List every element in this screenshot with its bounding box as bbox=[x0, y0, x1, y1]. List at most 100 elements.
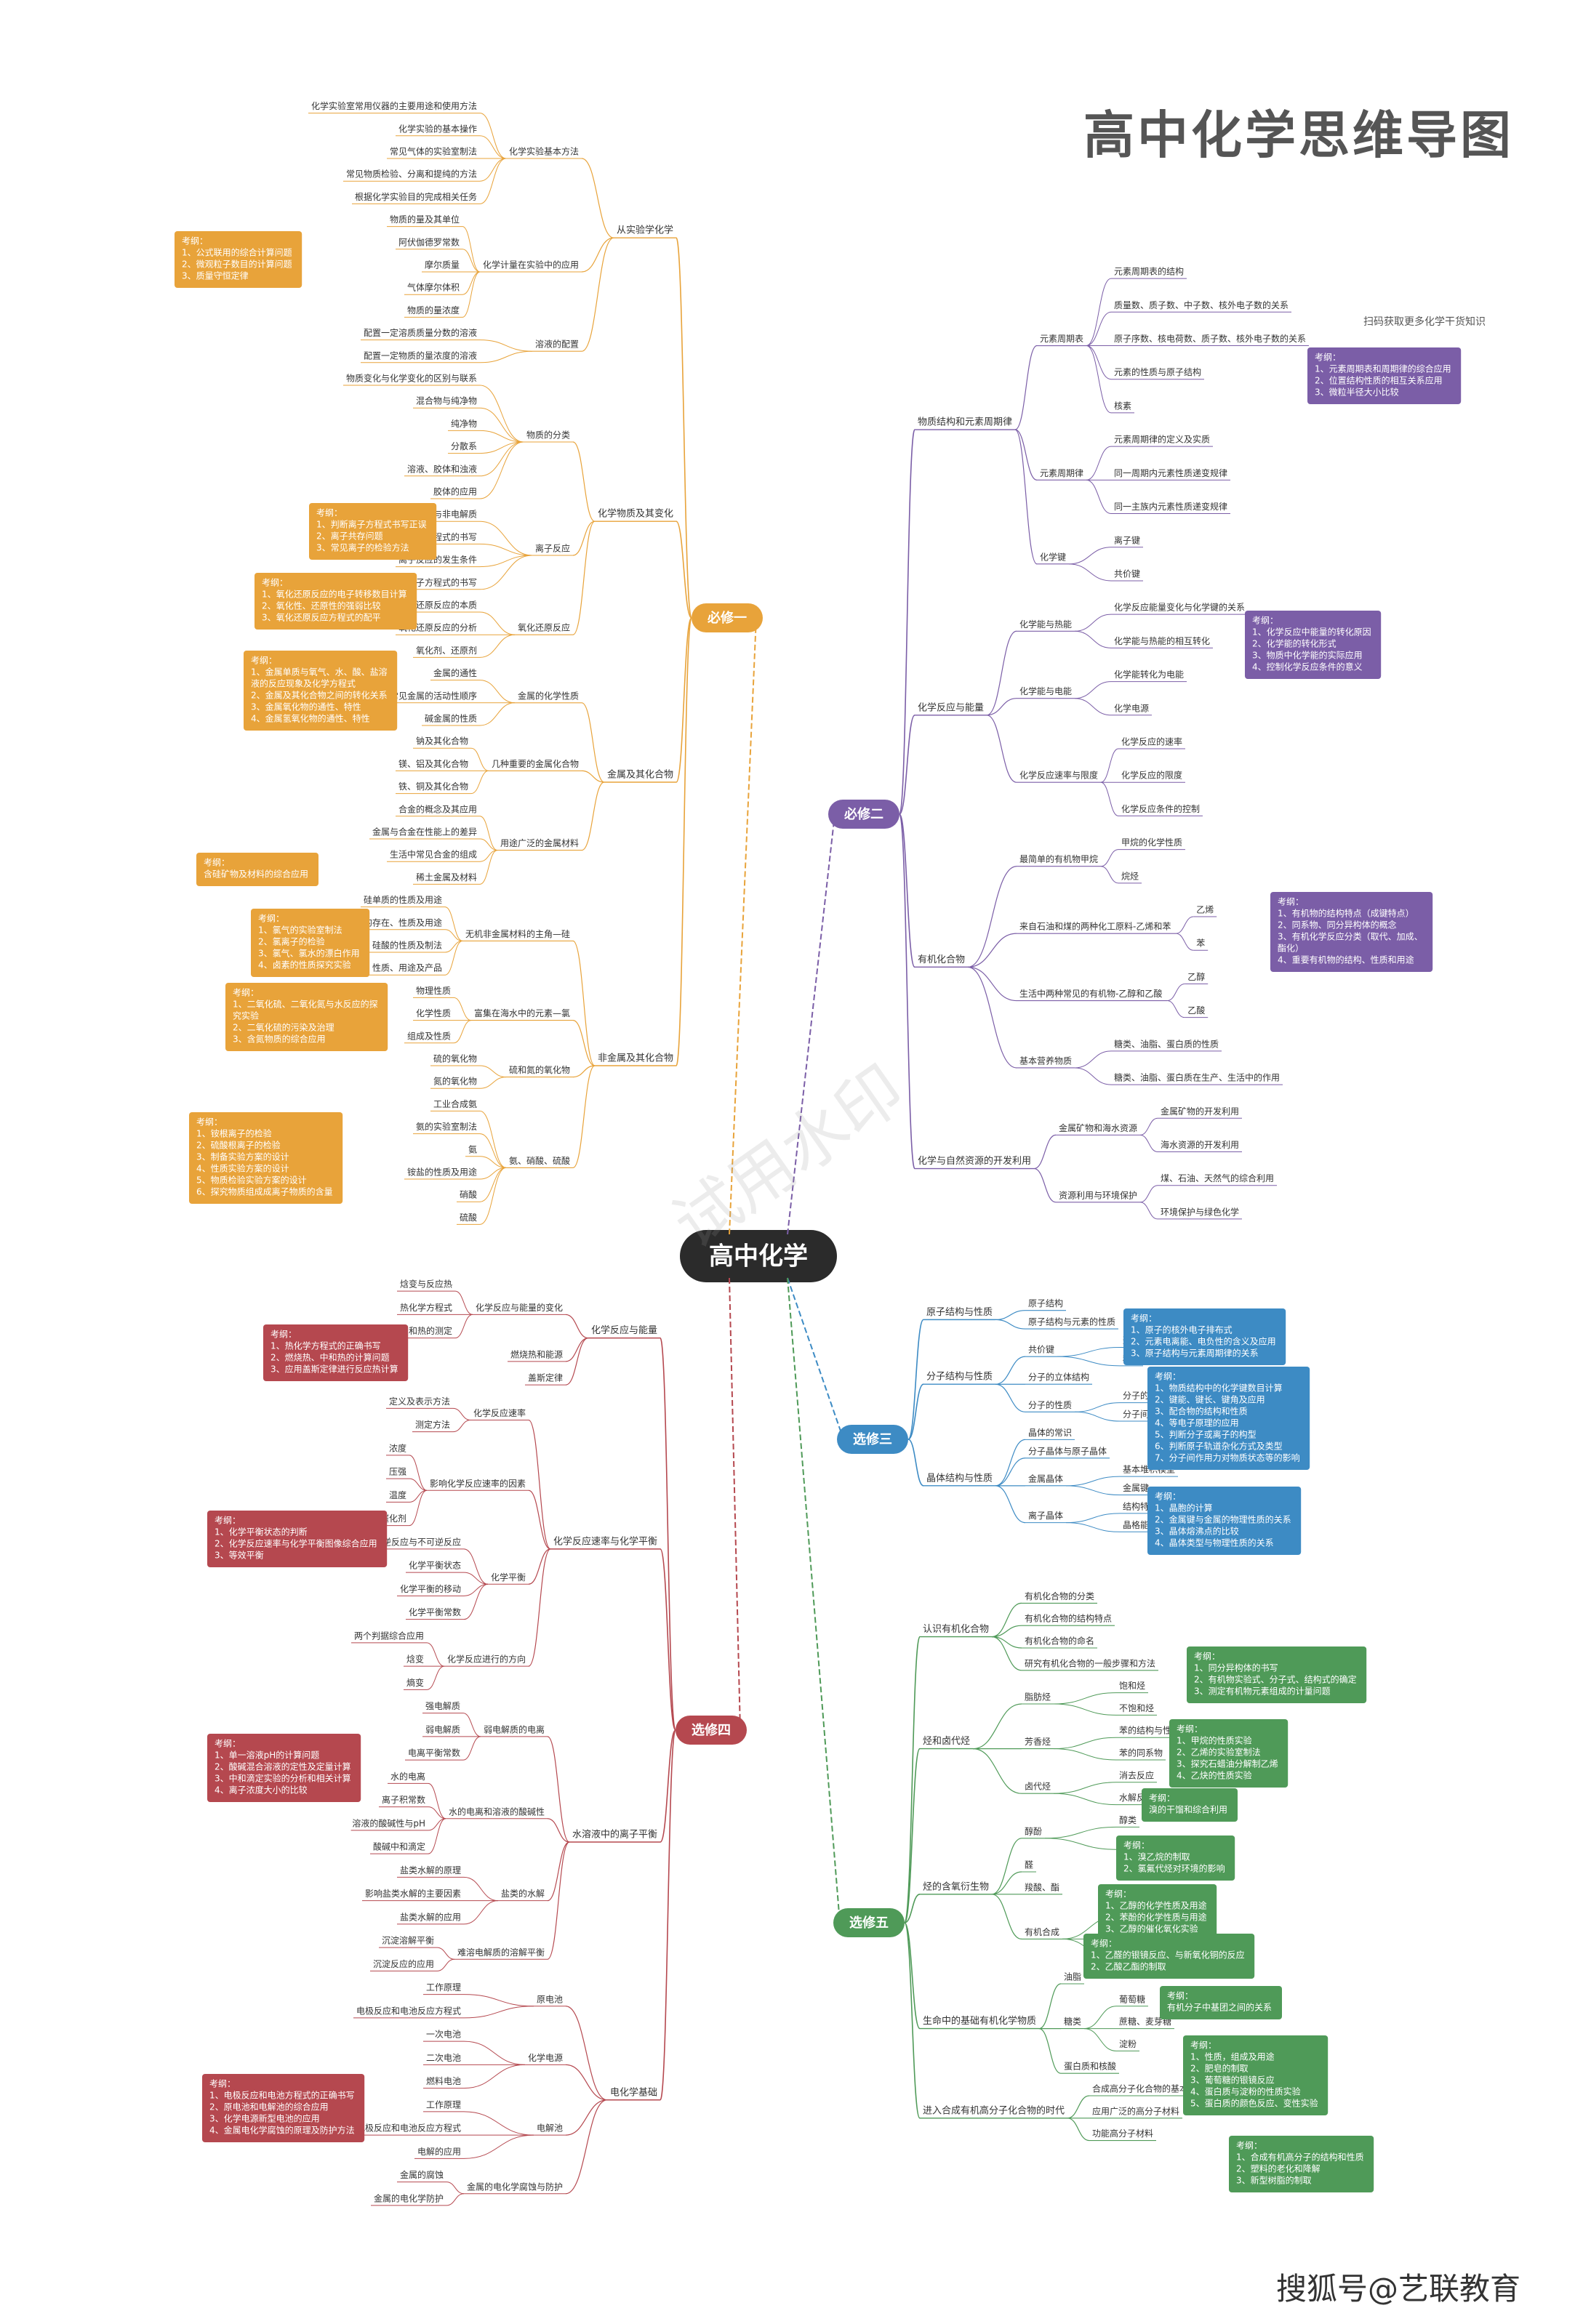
item-label: 硫的氧化物 bbox=[433, 1053, 477, 1064]
note-box bbox=[1147, 1367, 1310, 1470]
branch-connector bbox=[446, 2193, 465, 2206]
branch-connector bbox=[995, 1310, 1026, 1320]
branch-connector bbox=[436, 1947, 455, 1960]
note-line: 溴的干馏和综合利用 bbox=[1149, 1804, 1227, 1815]
branch-connector bbox=[1044, 1838, 1117, 1850]
sub-label: 金属矿物和海水资源 bbox=[1059, 1122, 1137, 1133]
note-box bbox=[251, 909, 370, 977]
note-box bbox=[1160, 1986, 1282, 2019]
branch-connector bbox=[1038, 2028, 1062, 2074]
note-line: 1、溴乙烷的制取 bbox=[1123, 1851, 1190, 1862]
item-label: 热化学方程式 bbox=[400, 1302, 452, 1313]
note-line: 考纲： bbox=[233, 988, 259, 998]
item-label: 质量数、质子数、中子数、核外电子数的关系 bbox=[1114, 299, 1289, 310]
branch-label: 选修五 bbox=[849, 1915, 889, 1931]
item-label: 压强 bbox=[389, 1467, 406, 1477]
group-label: 化学反应速率与化学平衡 bbox=[553, 1535, 657, 1547]
branch-connector bbox=[479, 158, 507, 182]
note-line: 3、金属氧化物的通性、特性 bbox=[251, 701, 361, 712]
branch-connector bbox=[991, 1602, 1022, 1638]
note-line: 4、晶体类型与物理性质的关系 bbox=[1155, 1537, 1274, 1548]
branch-connector bbox=[581, 702, 605, 783]
item-label: 同一主族内元素性质递变规律 bbox=[1114, 501, 1227, 512]
item-label: 化学平衡常数 bbox=[409, 1607, 461, 1617]
note-line: 考纲： bbox=[1252, 616, 1278, 626]
note-line: 考纲： bbox=[258, 914, 284, 924]
branch-connector bbox=[1057, 1356, 1121, 1367]
item-label: 化学电源 bbox=[1114, 702, 1149, 713]
note-line: 2、原电池和电解池的综合应用 bbox=[209, 2102, 329, 2112]
note-line: 2、酸碱混合溶液的定性及定量计算 bbox=[215, 1761, 351, 1772]
note-line: 1、乙醇的化学性质及用途 bbox=[1105, 1900, 1207, 1911]
sub-label: 金属的电化学腐蚀与防护 bbox=[467, 2181, 563, 2192]
item-label: 蔗糖、麦芽糖 bbox=[1119, 2016, 1171, 2027]
branch-connector bbox=[1044, 1826, 1117, 1839]
branch-connector bbox=[991, 1894, 1022, 1939]
note-line: 考纲： bbox=[1167, 1991, 1193, 2001]
note-line: 3、探究石蜡油分解制乙烯 bbox=[1177, 1758, 1278, 1769]
branch-node-xx5 bbox=[833, 1908, 905, 1937]
branch-connector bbox=[1176, 933, 1194, 951]
note-line: 考纲： bbox=[316, 508, 342, 518]
branch-connector bbox=[479, 850, 498, 885]
branch-connector bbox=[565, 2099, 608, 2136]
note-line: 1、化学平衡状态的判断 bbox=[215, 1527, 308, 1537]
branch-connector bbox=[479, 113, 507, 159]
sub-label: 离子反应 bbox=[535, 543, 570, 554]
note-line: 1、原子的核外电子排布式 bbox=[1131, 1324, 1233, 1335]
note-line: 考纲： bbox=[209, 2079, 236, 2089]
note-box bbox=[263, 1324, 409, 1381]
sub-label: 氧化还原反应 bbox=[518, 622, 570, 633]
sub-label: 离子晶体 bbox=[1028, 1510, 1063, 1521]
branch-node-xx3 bbox=[837, 1425, 908, 1454]
item-label: 氧化还原反应的本质 bbox=[398, 600, 477, 611]
item-label: 金属键 bbox=[1123, 1482, 1149, 1493]
branch-connector bbox=[1074, 630, 1112, 648]
note-line: 5、物质检验实验方案的设计 bbox=[196, 1175, 307, 1186]
item-label: 溶液的酸碱性与pH bbox=[352, 1817, 425, 1828]
branch-connector bbox=[479, 1133, 507, 1168]
branch-connector bbox=[462, 271, 481, 295]
branch-connector bbox=[1074, 681, 1112, 699]
note-box bbox=[1169, 1719, 1289, 1788]
item-label: 氨 bbox=[468, 1144, 477, 1154]
note-line: 2、硫酸根离子的检验 bbox=[196, 1140, 281, 1151]
branch-connector bbox=[462, 1736, 481, 1761]
branch-connector bbox=[972, 1703, 1022, 1750]
note-line: 考纲： bbox=[1190, 2040, 1217, 2051]
sub-label: 原子结构 bbox=[1028, 1298, 1063, 1308]
note-line: 4、离子浓度大小的比较 bbox=[215, 1785, 308, 1796]
item-label: 煤、石油、天然气的综合利用 bbox=[1161, 1173, 1274, 1183]
branch-connector bbox=[1053, 1793, 1117, 1806]
sub-label: 分子的立体结构 bbox=[1028, 1372, 1089, 1383]
branch-connector bbox=[899, 714, 915, 815]
group-label: 金属及其化合物 bbox=[607, 769, 673, 781]
item-label: 弱电解质 bbox=[425, 1724, 460, 1734]
note-line: 3、应用盖斯定律进行反应热计算 bbox=[270, 1364, 398, 1375]
branch-connector bbox=[1139, 1117, 1158, 1135]
branch-connector bbox=[581, 770, 605, 783]
note-box bbox=[1123, 1308, 1286, 1365]
branch-connector bbox=[528, 1489, 551, 1550]
note-line: 3、测定有机物元素组成的计量问题 bbox=[1194, 1686, 1331, 1697]
note-box bbox=[1116, 1836, 1235, 1881]
branch-connector bbox=[986, 630, 1017, 716]
item-label: 强电解质 bbox=[425, 1701, 460, 1711]
branch-connector bbox=[904, 1922, 921, 2030]
page-title: 高中化学思维导图 bbox=[1083, 105, 1514, 165]
item-label: 铵盐的性质及用途 bbox=[407, 1167, 477, 1178]
note-line: 考纲： bbox=[1155, 1372, 1181, 1382]
branch-connector bbox=[479, 407, 524, 443]
branch-connector bbox=[479, 158, 507, 204]
sub-label: 化学电源 bbox=[528, 2052, 563, 2063]
note-line: 2、塑料的老化和降解 bbox=[1236, 2163, 1320, 2174]
branch-connector bbox=[470, 770, 489, 795]
sub-label: 基本营养物质 bbox=[1019, 1055, 1072, 1066]
note-line: 考纲： bbox=[1236, 2141, 1262, 2151]
note-line: 考纲： bbox=[270, 1330, 297, 1340]
branch-connector bbox=[462, 226, 481, 273]
branch-connector bbox=[572, 1065, 596, 1078]
branch-connector bbox=[463, 1572, 489, 1585]
branch-connector bbox=[463, 1548, 489, 1585]
branch-connector bbox=[1053, 1748, 1117, 1761]
